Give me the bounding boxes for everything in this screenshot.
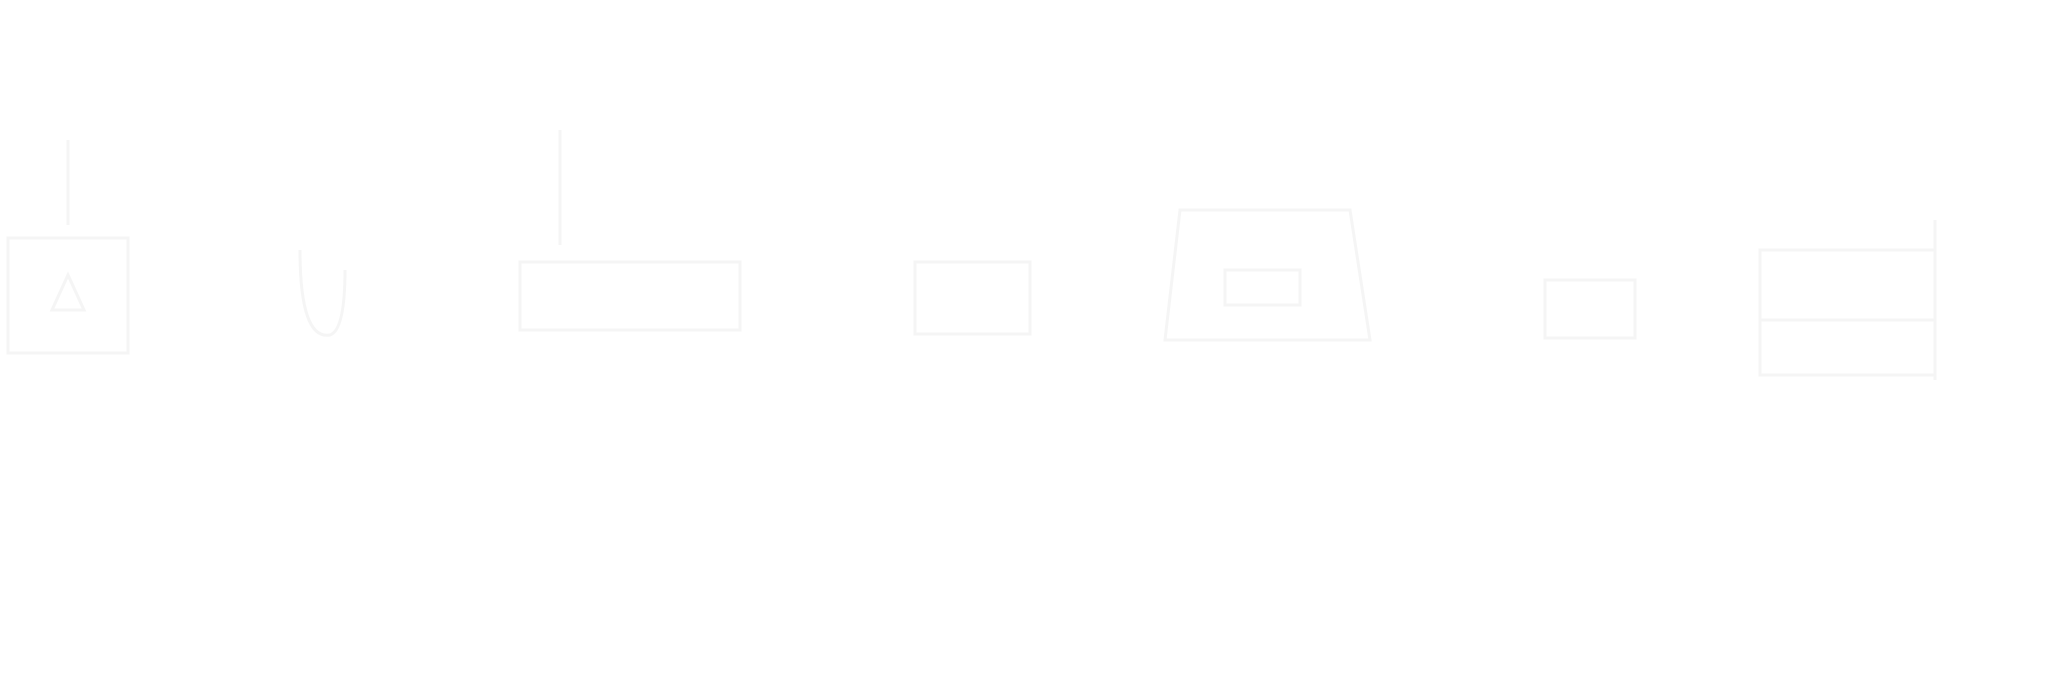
tray-shape (1163, 208, 1372, 342)
box-shape-2 (913, 260, 1032, 336)
shelf-box-shape (1758, 248, 1937, 377)
curve-shape (298, 249, 347, 337)
box-shape-3 (1543, 278, 1637, 340)
tray-label-shape (1223, 268, 1302, 307)
holder-box-shape (6, 236, 130, 355)
box-shape-1 (518, 260, 742, 332)
holder-base-shape (49, 271, 87, 312)
